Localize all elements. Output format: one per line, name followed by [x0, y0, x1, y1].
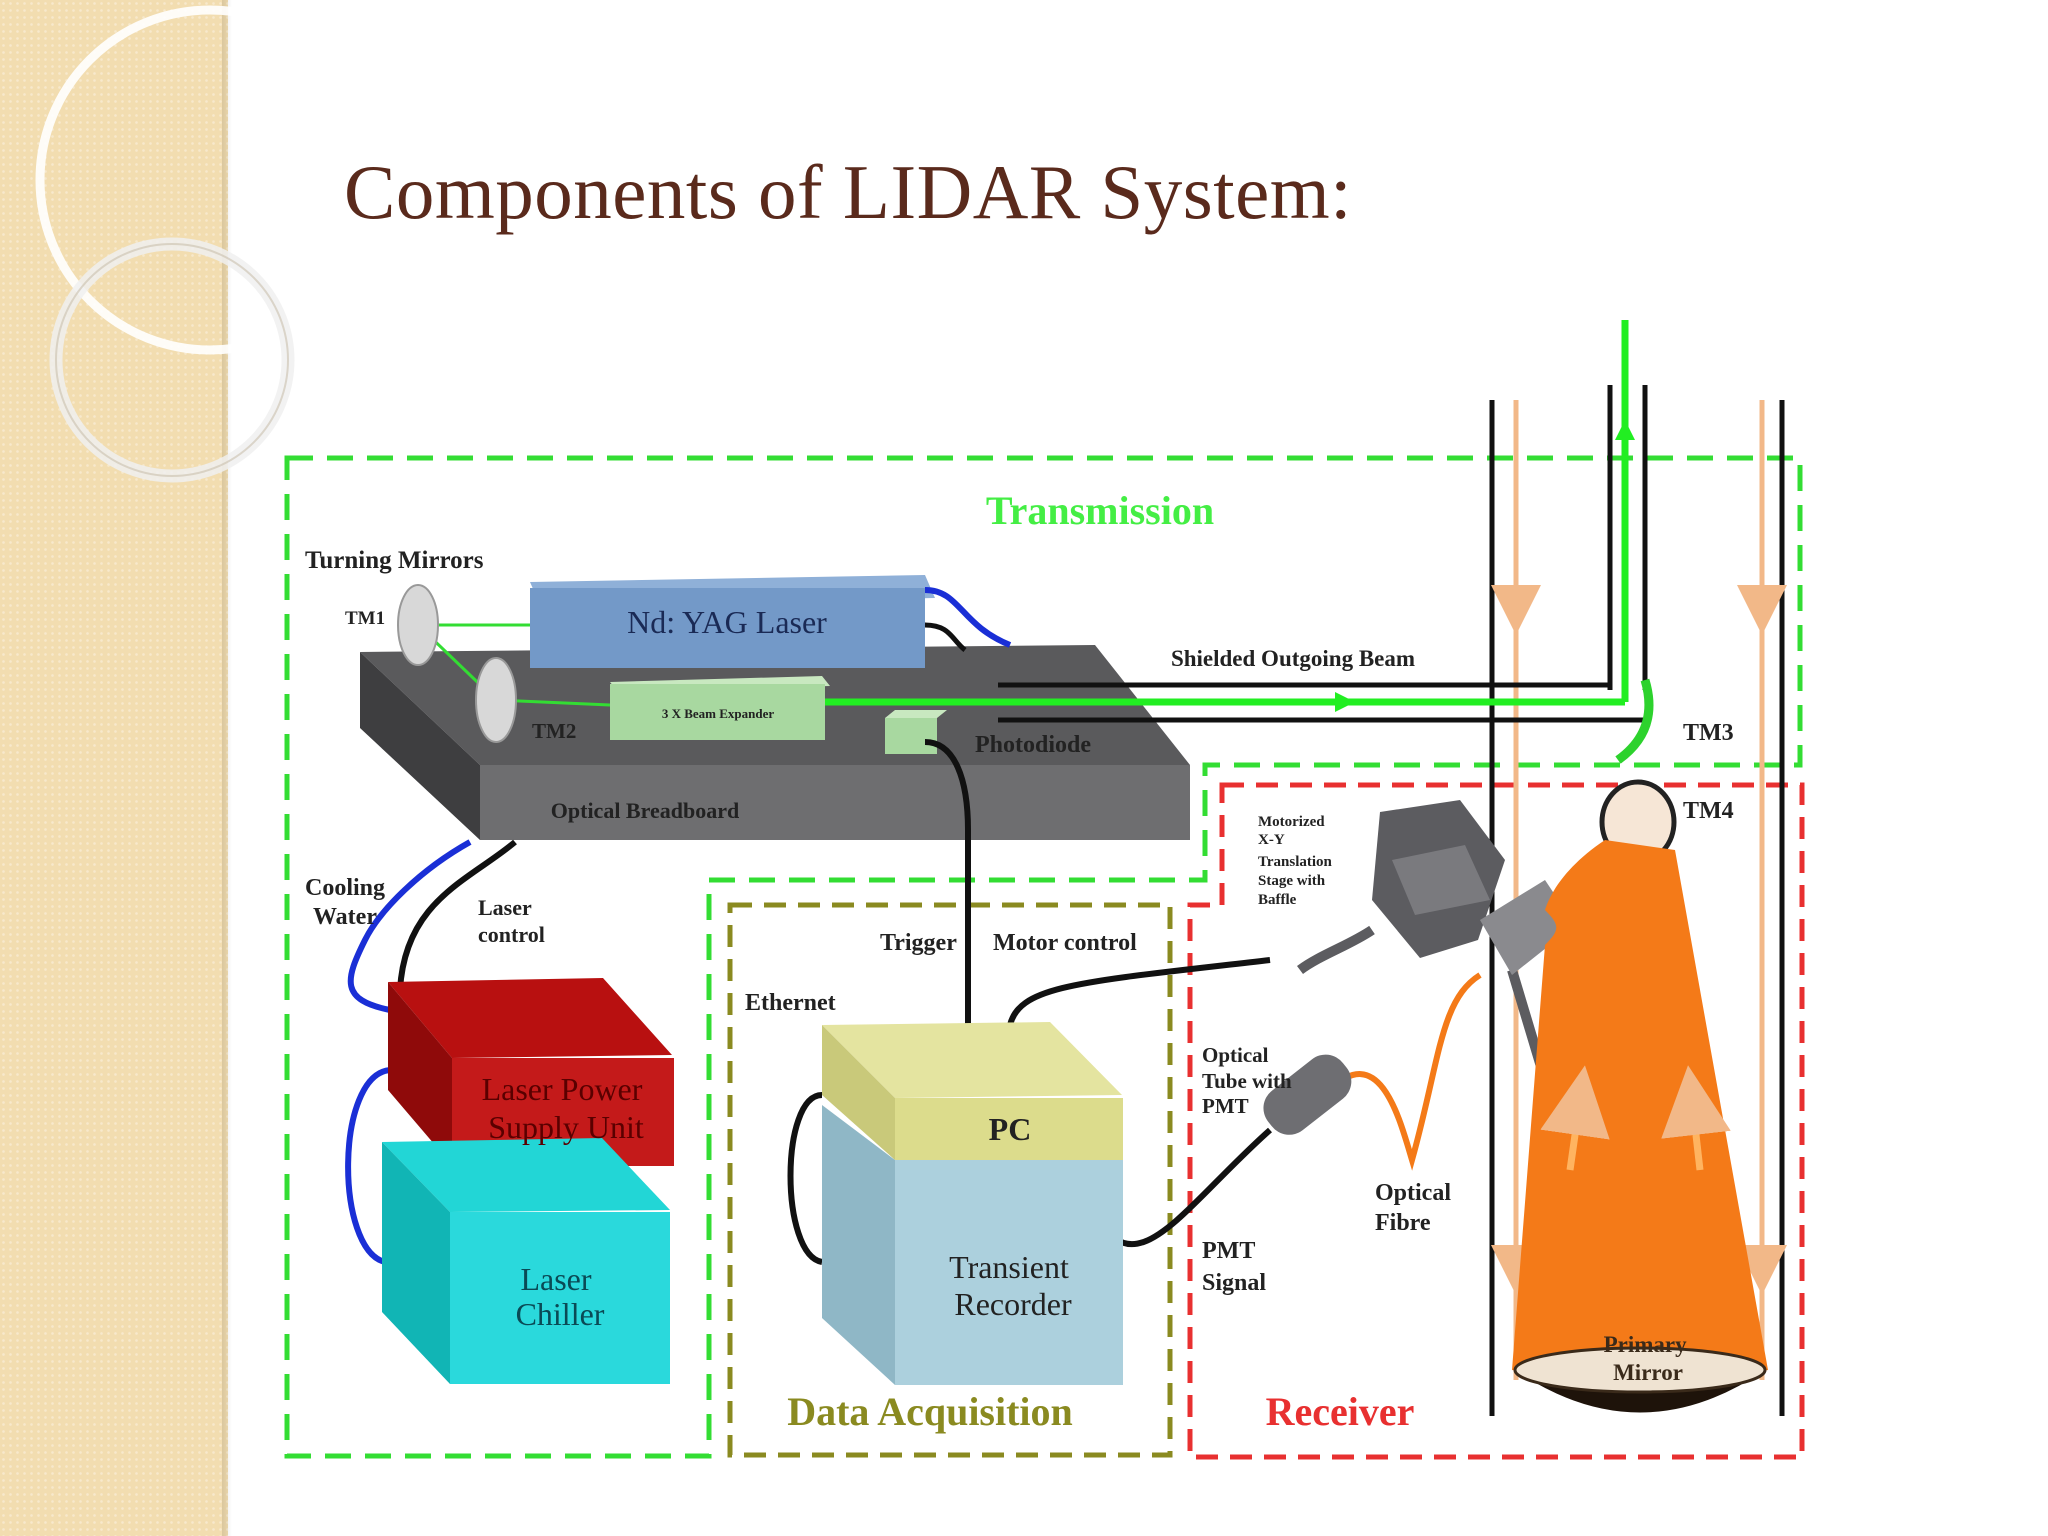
label-tm2: TM2	[532, 719, 576, 743]
beam-expander	[610, 676, 830, 740]
optical-tube-pmt	[1263, 1054, 1352, 1135]
label-trigger: Trigger	[880, 930, 957, 956]
label-turning-mirrors: Turning Mirrors	[305, 547, 484, 574]
label-motor-control: Motor control	[993, 930, 1137, 956]
receiver-boundary	[1187, 782, 1805, 1460]
turning-mirror-tm2	[475, 657, 517, 743]
ring-large	[35, 5, 385, 355]
label-tm3: TM3	[1683, 720, 1734, 746]
label-laser-power-supply: Laser Power Supply Unit	[482, 1071, 651, 1145]
label-translation-stage: Motorized X-Y Translation Stage with Baf…	[1258, 814, 1336, 908]
label-tm4: TM4	[1683, 798, 1734, 824]
slide-title: Components of LIDAR System:	[344, 149, 1353, 235]
pc	[822, 1022, 1123, 1160]
ring-small-edge	[55, 243, 289, 477]
laser-chiller	[382, 1138, 670, 1384]
turning-mirror-tm1	[397, 584, 439, 666]
label-ethernet: Ethernet	[745, 990, 836, 1016]
receiver-light-cone	[1512, 840, 1768, 1383]
nd-yag-laser	[530, 575, 935, 668]
label-photodiode: Photodiode	[975, 732, 1091, 758]
laser-power-supply	[388, 978, 674, 1166]
label-tm1: TM1	[345, 608, 385, 629]
sidebar-shadow	[222, 0, 232, 1536]
label-laser: Nd: YAG Laser	[627, 604, 827, 640]
primary-mirror	[1513, 1346, 1767, 1413]
return-light-lines	[1491, 400, 1787, 1380]
label-transient-recorder: Transient Recorder	[949, 1249, 1077, 1322]
label-transmission: Transmission	[986, 488, 1214, 533]
label-optical-tube: Optical Tube with PMT	[1202, 1043, 1297, 1118]
transient-recorder	[822, 1105, 1123, 1385]
label-pmt-signal: PMT Signal	[1202, 1238, 1266, 1296]
label-cooling-water: Cooling Water	[305, 875, 391, 930]
label-receiver: Receiver	[1266, 1389, 1415, 1434]
laser-cables	[345, 587, 1482, 1265]
label-optical-fibre: Optical Fibre	[1375, 1180, 1457, 1236]
label-laser-chiller: Laser Chiller	[516, 1261, 605, 1332]
label-pc: PC	[989, 1111, 1032, 1147]
label-shielded-beam: Shielded Outgoing Beam	[1171, 646, 1415, 671]
translation-stage	[1297, 800, 1575, 1072]
label-data-acquisition: Data Acquisition	[787, 1389, 1073, 1434]
transmission-boundary	[284, 455, 1803, 1459]
data-acquisition-boundary	[727, 902, 1173, 1458]
label-laser-control: Laser control	[478, 895, 545, 947]
label-beam-expander: 3 X Beam Expander	[662, 706, 775, 721]
decorative-rings	[35, 5, 385, 483]
shielded-outgoing-beam	[810, 320, 1645, 723]
photodiode	[885, 710, 947, 754]
turning-mirror-tm3	[1615, 678, 1654, 764]
label-primary-mirror: Primary Mirror	[1604, 1332, 1693, 1385]
label-breadboard: Optical Breadboard	[551, 798, 739, 823]
